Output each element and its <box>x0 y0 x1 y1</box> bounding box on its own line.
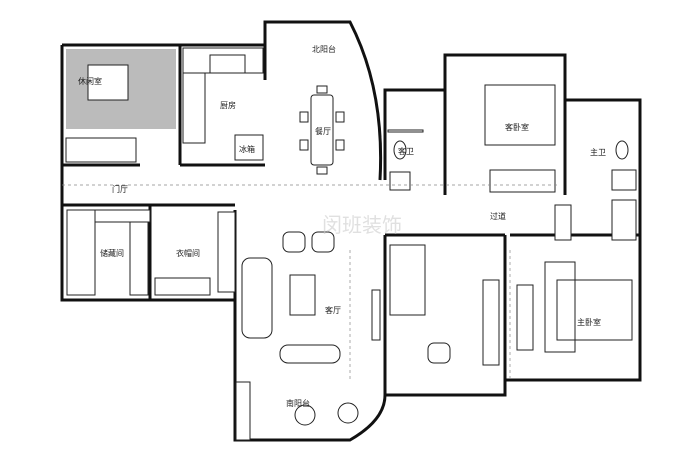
label-fridge: 冰箱 <box>239 144 255 154</box>
balcony-cabinet <box>235 381 251 441</box>
guest-wardrobe <box>489 169 556 193</box>
tv-cabinet <box>371 289 381 341</box>
kitchen-counter <box>182 47 264 74</box>
storage-shelf-top <box>94 209 151 223</box>
label-cloakroom: 衣帽间 <box>176 248 200 258</box>
master-toilet-icon <box>615 140 629 160</box>
master-bed <box>556 279 633 341</box>
leisure-table <box>87 64 129 101</box>
label-master-bath: 主卫 <box>590 147 606 157</box>
study-shelf <box>389 244 426 316</box>
storage-shelf <box>66 209 96 296</box>
label-south-balcony: 南阳台 <box>286 398 310 408</box>
label-guest-bath: 客卫 <box>398 146 414 156</box>
label-north-balcony: 北阳台 <box>312 44 336 54</box>
armchair <box>282 231 306 253</box>
dining-chairs <box>299 85 345 175</box>
guest-bed <box>484 84 556 146</box>
coffee-table <box>289 274 316 316</box>
basin-icon <box>389 171 411 191</box>
storage-shelf-right <box>129 221 149 296</box>
label-dining: 餐厅 <box>315 127 331 136</box>
master-basin-icon <box>611 169 637 191</box>
toilet-icon <box>393 140 407 160</box>
balcony-chair <box>337 402 359 424</box>
study-chair <box>427 342 451 364</box>
cloak-wardrobe <box>154 277 211 296</box>
leisure-cabinet <box>65 137 137 163</box>
label-corridor: 过道 <box>490 211 506 221</box>
bath-partition <box>387 129 424 133</box>
cloak-cabinet <box>217 211 236 293</box>
label-kitchen: 厨房 <box>220 100 236 110</box>
label-leisure: 休闲室 <box>78 76 102 86</box>
master-rug <box>544 261 576 353</box>
label-foyer: 门厅 <box>112 184 128 194</box>
label-guest-bedroom: 客卧室 <box>505 122 529 132</box>
dining-table <box>310 94 334 166</box>
label-storage: 储藏间 <box>100 248 124 258</box>
master-wardrobe <box>516 284 534 351</box>
study-cabinet <box>482 279 500 366</box>
sofa-bench <box>279 344 341 364</box>
kitchen-side-counter <box>182 72 206 144</box>
watermark: 闵班装饰 <box>322 213 402 237</box>
dashed-guides <box>62 184 560 380</box>
armchair <box>311 231 335 253</box>
label-master-bedroom: 主卧室 <box>577 317 601 327</box>
label-living: 客厅 <box>325 305 341 315</box>
corridor-cabinet <box>611 199 637 241</box>
balcony-chair <box>294 404 316 426</box>
sink-icon <box>209 54 246 74</box>
corridor-shelf <box>554 204 572 241</box>
sofa <box>241 257 273 339</box>
fridge-icon <box>234 134 264 161</box>
